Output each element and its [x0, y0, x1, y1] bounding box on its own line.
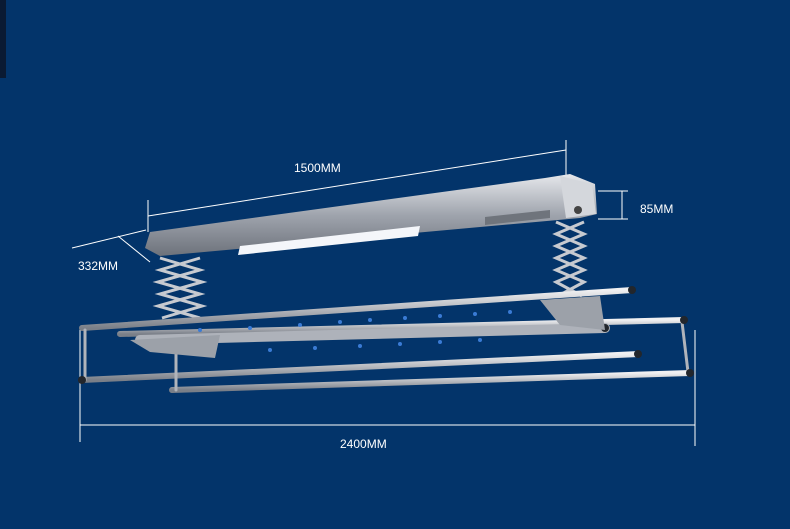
vent-grille: [485, 210, 550, 225]
scissor-arm-left: [152, 256, 208, 320]
main-housing: [145, 174, 597, 256]
dimension-label-length-rods: 2400MM: [340, 437, 387, 451]
control-button: [574, 206, 582, 214]
end-cap: [560, 176, 596, 218]
edge-shadow: [0, 0, 6, 78]
dimension-lines: [71, 140, 696, 446]
hanger-holes: [198, 310, 512, 352]
scissor-arm-right: [552, 220, 588, 298]
dimension-label-depth: 332MM: [78, 259, 119, 273]
left-bracket: [130, 335, 220, 358]
dimension-label-height: 85MM: [640, 202, 674, 216]
dimension-label-length-top: 1500MM: [294, 161, 341, 175]
right-bracket: [540, 296, 605, 330]
led-light-panel: [238, 226, 420, 255]
